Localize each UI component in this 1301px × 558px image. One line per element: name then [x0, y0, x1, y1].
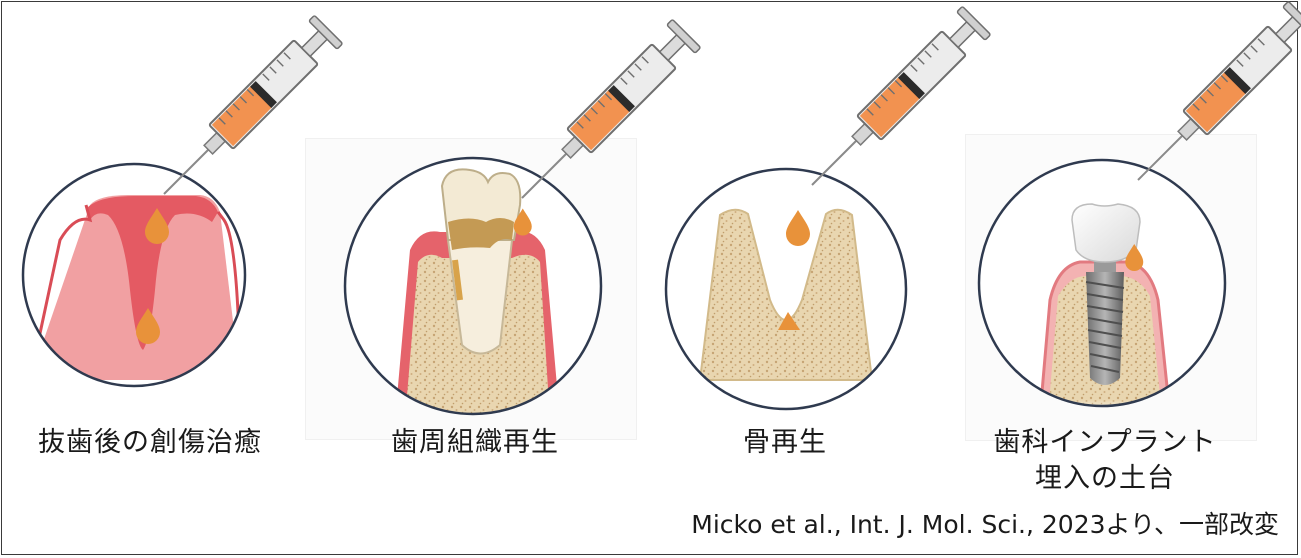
syringe-icon: [812, 6, 991, 185]
caption-periodontal-regeneration: 歯周組織再生: [375, 426, 575, 460]
caption-bone-regeneration: 骨再生: [720, 426, 850, 460]
caption-implant-line1: 歯科インプラント: [985, 426, 1225, 460]
periodontal-regeneration-illustration: [340, 150, 610, 430]
implant-foundation-illustration: [975, 155, 1235, 415]
wound-healing-illustration: [20, 160, 250, 390]
caption-implant-line2: 埋入の土台: [1015, 462, 1195, 496]
bone-regeneration-illustration: [660, 165, 920, 415]
source-citation: Micko et al., Int. J. Mol. Sci., 2023より、…: [691, 505, 1279, 541]
caption-wound-healing: 抜歯後の創傷治癒: [35, 426, 265, 460]
syringe-icon: [522, 19, 701, 198]
syringe-icon: [164, 15, 343, 194]
syringe-icon: [1138, 1, 1301, 180]
